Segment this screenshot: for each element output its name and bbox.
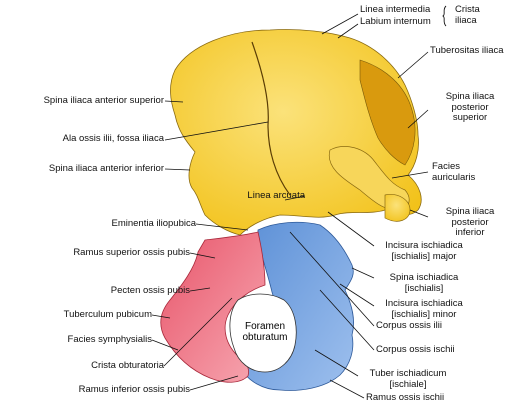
label-ala-ossis-ilii: Ala ossis ilii, fossa iliaca xyxy=(62,133,164,144)
label-foramen-obturatum: Foramen obturatum xyxy=(234,321,296,343)
leader-spina-posterior-superior xyxy=(407,109,429,129)
label-ramus-ossis-ischii: Ramus ossis ischii xyxy=(366,392,445,403)
label-labium-internum: Labium internum xyxy=(360,16,431,27)
label-crista-iliaca-line1: Crista xyxy=(455,4,480,15)
label-incisura-major-line2: [ischialis] major xyxy=(391,250,457,262)
label-crista-iliaca: Crista iliaca xyxy=(455,4,480,26)
label-facies-auricularis-line2: auricularis xyxy=(432,171,476,183)
label-foramen-line2: obturatum xyxy=(242,331,288,343)
label-spina-posterior-superior-line1: Spina iliaca xyxy=(445,91,495,102)
label-incisura-major-line1: Incisura ischiadica xyxy=(385,240,463,251)
leader-linea-arcuata xyxy=(284,195,306,201)
leader-lines xyxy=(151,13,429,399)
label-foramen-line1: Foramen xyxy=(244,321,285,332)
leader-facies-symphysialis xyxy=(151,339,179,351)
leader-corpus-ossis-ischii xyxy=(319,289,375,351)
crista-brace xyxy=(442,5,447,27)
leader-spina-ischiadica xyxy=(351,267,375,279)
leader-labium-internum xyxy=(337,23,359,39)
leader-ramus-superior-pubis xyxy=(189,252,216,259)
label-spina-posterior-inferior-line2: posterior xyxy=(451,216,489,228)
leader-ramus-ossis-ischii xyxy=(329,379,365,399)
label-tuberculum-pubicum: Tuberculum pubicum xyxy=(63,309,152,320)
leader-crista-obturatoria xyxy=(163,297,233,367)
leader-tuberculum-pubicum xyxy=(151,314,171,319)
label-crista-iliaca-line2: iliaca xyxy=(455,14,477,26)
label-facies-auricularis-line1: Facies xyxy=(432,161,460,172)
label-incisura-minor-line1: Incisura ischiadica xyxy=(385,298,463,309)
label-crista-obturatoria: Crista obturatoria xyxy=(91,360,164,371)
label-spina-posterior-inferior-line1: Spina iliaca xyxy=(445,206,495,217)
label-linea-arcuata: Linea arcuata xyxy=(247,190,305,201)
label-spina-ischiadica: Spina ischiadica [ischialis] xyxy=(374,272,474,294)
label-incisura-minor-line2: [ischialis] minor xyxy=(391,308,457,320)
label-ramus-inferior-ossis-pubis: Ramus inferior ossis pubis xyxy=(78,384,190,395)
label-facies-symphysialis: Facies symphysialis xyxy=(67,334,152,345)
label-ramus-superior-ossis-pubis: Ramus superior ossis pubis xyxy=(73,247,190,258)
leader-spina-anterior-inferior xyxy=(164,168,191,171)
leader-facies-auricularis xyxy=(391,171,429,179)
label-tuber-ischiadicum: Tuber ischiadicum [ischiale] xyxy=(358,368,458,390)
linea-arcuata-line xyxy=(251,41,291,196)
label-tuber-ischiadicum-line2: [ischiale] xyxy=(389,378,427,390)
leader-spina-posterior-inferior xyxy=(409,209,429,218)
label-corpus-ossis-ilii: Corpus ossis ilii xyxy=(376,320,442,331)
leader-eminentia-iliopubica xyxy=(195,223,249,231)
label-spina-ischiadica-line1: Spina ischiadica xyxy=(389,272,459,283)
label-corpus-ossis-ischii: Corpus ossis ischii xyxy=(376,344,455,355)
foramen-obturatum-shape xyxy=(229,293,297,373)
label-spina-posterior-superior-line3: superior xyxy=(452,112,488,123)
label-spina-iliaca-posterior-superior: Spina iliaca posterior superior xyxy=(428,91,512,124)
label-spina-iliaca-posterior-inferior: Spina iliaca posterior inferior xyxy=(428,206,512,239)
leader-corpus-ossis-ilii xyxy=(289,231,375,327)
leader-ramus-inferior-pubis xyxy=(189,375,239,391)
label-eminentia-iliopubica: Eminentia iliopubica xyxy=(111,218,197,229)
leader-pecten-ossis-pubis xyxy=(189,287,211,292)
leader-tuber-ischiadicum xyxy=(314,349,359,377)
label-facies-auricularis: Facies auricularis xyxy=(432,161,476,183)
label-pecten-ossis-pubis: Pecten ossis pubis xyxy=(110,285,190,296)
leader-spina-anterior-superior xyxy=(164,100,184,103)
leader-tuberositas-iliaca xyxy=(397,51,429,79)
label-spina-iliaca-anterior-inferior: Spina iliaca anterior inferior xyxy=(48,163,164,174)
leader-incisura-minor xyxy=(339,283,375,307)
leader-incisura-major xyxy=(327,211,375,247)
label-tuberositas-iliaca: Tuberositas iliaca xyxy=(430,45,504,56)
leader-ala-ossis-ilii xyxy=(164,121,269,141)
label-incisura-ischiadica-major: Incisura ischiadica [ischialis] major xyxy=(374,240,474,262)
label-spina-iliaca-anterior-superior: Spina iliaca anterior superior xyxy=(43,95,164,106)
label-linea-intermedia: Linea intermedia xyxy=(360,4,431,15)
label-tuber-ischiadicum-line1: Tuber ischiadicum xyxy=(369,368,447,379)
label-spina-posterior-superior-line2: posterior xyxy=(451,101,489,113)
label-spina-posterior-inferior-line3: inferior xyxy=(455,227,485,238)
tuberositas-iliaca-shape xyxy=(359,59,416,166)
label-spina-ischiadica-line2: [ischialis] xyxy=(404,282,444,294)
leader-linea-intermedia xyxy=(321,13,359,35)
label-incisura-ischiadica-minor: Incisura ischiadica [ischialis] minor xyxy=(374,298,474,320)
